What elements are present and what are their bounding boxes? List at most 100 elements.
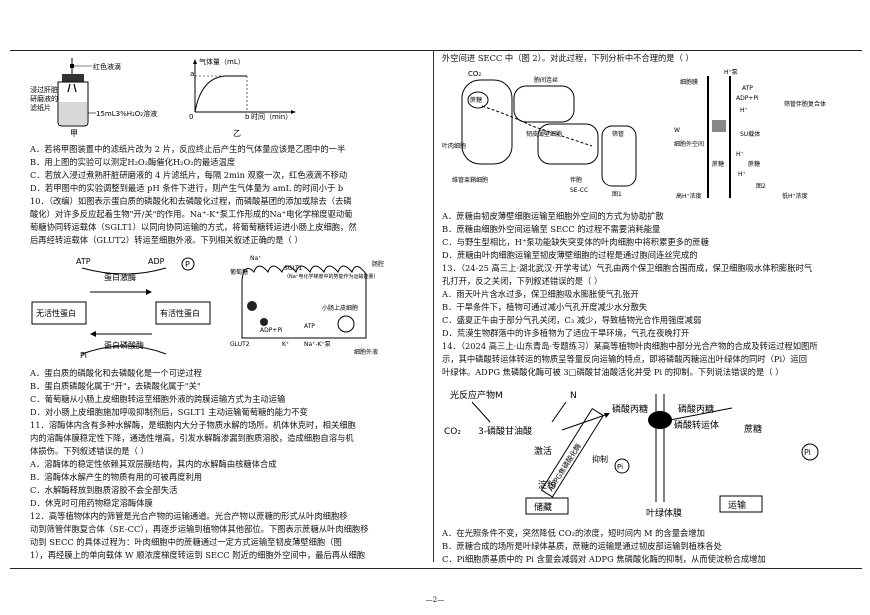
fig14-storage: 储藏 <box>534 501 552 513</box>
fig12-1-caption: 图1 <box>612 191 622 198</box>
fig14-starch: 淀粉 <box>538 479 556 491</box>
q10-option-a: A．蛋白质的磷酸化和去磷酸化是一个可逆过程 <box>30 368 202 378</box>
q12-option-a: A．蔗糖由韧皮薄壁细胞运输至细胞外空间的方式为协助扩散 <box>442 211 664 221</box>
q10-option-d: D．对小肠上皮细胞施加呼吸抑制剂后，SGLT1 主动运输葡萄糖的能力不变 <box>30 407 308 417</box>
fig-jia-label-liquid: 15mL3%H₂O₂溶液 <box>96 109 157 118</box>
fig10-inactive: 无活性蛋白 <box>36 308 76 318</box>
q12-line1: 12．高等植物体内的筛管是光合产物的运输通道。光合产物以蔗糖的形式从叶肉细胞移 <box>30 511 348 521</box>
fig-jia-label-left3: 滤纸片 <box>30 103 51 112</box>
fig10-atp2: ATP <box>304 323 315 330</box>
q10-stem-line4: 后再经转运载体（GLUT2）转运至细胞外液。下列相关叙述正确的是（ ） <box>30 235 303 245</box>
q12-line2: 动到筛管伴胞复合体（SE-CC），再逐步运输到植物体其他部位。下图表示蔗糖从叶肉… <box>30 524 369 534</box>
fig-jia-label-left1: 浸过肝脏 <box>30 85 58 94</box>
fig12-1-co2: CO₂ <box>468 70 481 78</box>
q14-options: A．在光照条件不变，突然降低 CO₂的浓度，短时间内 M 的含量会增加 B．蔗糖… <box>442 527 862 566</box>
fig10-phosphatase: 蛋白磷酸酶 <box>104 340 144 350</box>
fig10-adp: ADP <box>148 257 165 266</box>
fig12-2-h1: H⁺ <box>740 107 748 114</box>
figure-10: ATP ADP P 蛋白激酶 无活性蛋白 有活性蛋白 蛋白磷酸酶 Pi Na⁺ … <box>30 250 430 362</box>
q14-line2: 示，其中磷酸转运体转运的物质呈等量反向运输的特点，即将磷酸丙糖运出叶绿体的同时（… <box>442 354 808 364</box>
fig10-epi: 小肠上皮细胞 <box>322 304 358 312</box>
fig14-chloroplast: 叶绿体膜 <box>646 507 682 519</box>
fig10-active: 有活性蛋白 <box>160 308 200 318</box>
fig14-triose1: 磷酸丙糖 <box>612 403 648 415</box>
q12-cont-line: 外空间进 SECC 中（图 2）。对此过程，下列分析中不合理的是（ ） <box>442 53 694 63</box>
fig10-sglt1: SGLT1 <box>284 265 303 272</box>
fig12-2-low: 低H⁺浓度 <box>782 192 808 200</box>
q12-line4: 1），再经膜上的单向载体 W 顺浓度梯度转运到 SECC 附近的细胞外空间中，最… <box>30 550 366 560</box>
q13-line1: 13．（24-25 高三上·湖北武汉·开学考试）气孔由两个保卫细胞合围而成，保卫… <box>442 263 813 273</box>
fig-yi-ylabel: 气体量（mL） <box>199 57 245 66</box>
fig14-sucrose: 蔗糖 <box>744 423 762 435</box>
fig14-activate: 激活 <box>534 445 552 457</box>
fig-yi-caption: 乙 <box>233 129 241 138</box>
fig12-1-bundle-sheath: 维管束鞘细胞 <box>452 176 488 184</box>
fig12-1-sieve-tube: 筛管 <box>612 130 624 138</box>
q12-line3: 动到 SECC 的具体过程为：叶肉细胞中的蔗糖通过一定方式运输至韧皮薄壁细胞（图 <box>30 537 342 547</box>
fig-jia-caption: 甲 <box>70 129 78 138</box>
fig12-1-mesophyll: 叶肉细胞 <box>442 142 466 150</box>
fig10-pump: Na⁺-K⁺泵 <box>304 341 331 348</box>
fig-jia-label-left2: 研磨液的 <box>30 94 58 103</box>
fig12-2-h3: H⁺ <box>738 171 746 178</box>
q9-option-b: B．用上图的实验可以测定H₂O₂酶催化H₂O₂的最适温度 <box>30 157 236 167</box>
q12-option-b: B．蔗糖由细胞外空间运输至 SECC 的过程不需要消耗能量 <box>442 224 661 234</box>
fig12-1-phloem-par: 韧皮薄壁细胞 <box>526 130 562 138</box>
fig12-2-sucrose2: 蔗糖 <box>748 160 760 168</box>
fig12-1-plasmodesma: 胞间连丝 <box>534 76 558 84</box>
fig10-lumen: 肠腔 <box>372 260 384 268</box>
q9-options: A．若将甲图装置中的滤纸片改为 2 片，反应终止后产生的气体量应该是乙图中的一半… <box>30 143 430 247</box>
figure-yi: 气体量（mL） a 0 b 时间（min） 乙 <box>185 56 305 138</box>
figure-12-1: CO₂ 蔗糖 胞间连丝 韧皮薄壁细胞 筛管 叶肉细胞 维管束鞘细胞 伴胞 SE-… <box>442 66 662 206</box>
fig14-transport: 运输 <box>728 499 746 511</box>
q12-continuation: 外空间进 SECC 中（图 2）。对此过程，下列分析中不合理的是（ ） <box>442 52 862 65</box>
q14-option-a: A．在光照条件不变，突然降低 CO₂的浓度，短时间内 M 的含量会增加 <box>442 528 705 538</box>
fig10-outside: 细胞外液 <box>354 348 378 356</box>
q10-stem-line3: 萄糖协同转运载体（SGLT1）以同向协同运输的方式，将葡萄糖转运进小肠上皮细胞，… <box>30 222 357 232</box>
bottom-rule <box>10 568 862 569</box>
q11-line2: 内的溶酶体膜稳定性下降，通透性增高，引发水解酶渗漏到胞质溶胶，造成细胞自溶与机 <box>30 433 354 443</box>
fig14-pga: 3-磷酸甘油酸 <box>478 425 532 437</box>
fig-yi-mark-b: b <box>245 113 250 121</box>
q12-option-d: D．蔗糖由叶肉细胞运输至韧皮薄壁细胞的过程是通过胞间连丝完成的 <box>442 250 698 260</box>
q11-option-b: B．溶酶体水解产生的物质有用的可被再度利用 <box>30 472 203 482</box>
figure-jia: 红色液滴 浸过肝脏 研磨液的 滤纸片 15mL3%H₂O₂溶液 甲 <box>30 56 180 138</box>
q11-option-c: C．水解酶释放到胞质溶胶不会全部失活 <box>30 485 178 495</box>
fig10-kinase: 蛋白激酶 <box>104 272 136 282</box>
right-questions: A．蔗糖由韧皮薄壁细胞运输至细胞外空间的方式为协助扩散 B．蔗糖由细胞外空间运输… <box>442 210 862 379</box>
fig12-2-su: SU载体 <box>740 130 760 138</box>
fig14-pi1: Pi <box>617 463 623 471</box>
fig14-pi2: Pi <box>804 448 811 457</box>
fig12-1-se-cc: SE-CC <box>570 187 588 194</box>
fig12-2-membrane: 细胞膜 <box>680 78 698 86</box>
fig-yi-xlabel: 时间（min） <box>251 112 292 121</box>
top-rule <box>10 50 862 51</box>
fig10-na: Na⁺ <box>250 255 261 262</box>
fig10-glucose: 葡萄糖 <box>230 268 248 276</box>
q13-option-a: A．雨天叶片含水过多，保卫细胞吸水膨胀使气孔张开 <box>442 289 639 299</box>
fig-jia-label-top: 红色液滴 <box>93 62 121 71</box>
fig14-inhibit: 抑制 <box>592 454 608 464</box>
fig12-2-high: 高H⁺浓度 <box>676 192 702 200</box>
fig12-2-hpump: H⁺泵 <box>724 69 738 76</box>
q10-q12-left: A．蛋白质的磷酸化和去磷酸化是一个可逆过程 B．蛋白质磷酸化属于"开"，去磷酸化… <box>30 367 430 562</box>
fig14-triose2: 磷酸丙糖 <box>678 403 714 415</box>
column-divider <box>433 50 434 562</box>
fig12-2-right-label: 筛管伴胞复合体 <box>784 100 826 108</box>
q10-option-b: B．蛋白质磷酸化属于"开"，去磷酸化属于"关" <box>30 381 201 391</box>
q13-option-b: B．干旱条件下，植物可通过减小气孔开度减少水分散失 <box>442 302 648 312</box>
fig14-co2: CO₂ <box>444 427 461 437</box>
q14-line3: 叶绿体。ADPG 焦磷酸化酶可被 3□磷酸甘油酸活化并受 Pi 的抑制。下列说法… <box>442 367 784 377</box>
q10-stem-line2: 酸化）对许多反应起着生物"开/关"的作用。Na⁺-K⁺泵工作形成的Na⁺电化学梯… <box>30 209 353 219</box>
fig10-gradient: （Na⁺电化学梯度中的势能作为运输能量） <box>284 273 378 280</box>
figure-14: 光反应产物M N CO₂ 3-磷酸甘油酸 磷酸丙糖 激活 磷酸丙糖 磷酸转运体 … <box>442 382 862 522</box>
q14-option-b: B．蔗糖合成的场所是叶绿体基质，蔗糖的运输是通过韧皮部运输到植株各处 <box>442 541 722 551</box>
q14-line1: 14．（2024 高三上·山东青岛·专题练习）某高等植物叶肉细胞中部分光合产物的… <box>442 341 818 351</box>
fig14-transporter: 磷酸转运体 <box>674 419 719 431</box>
q13-line2: 孔打开，反之关闭，下列叙述错误的是（ ） <box>442 276 603 286</box>
q11-option-d: D．休克时可用药物稳定溶酶体膜 <box>30 498 153 508</box>
q10-stem-line1: 10．（改编）如图表示蛋白质的磷酸化和去磷酸化过程，而磷酸基团的添加或除去（去磷 <box>30 196 352 206</box>
q9-option-a: A．若将甲图装置中的滤纸片改为 2 片，反应终止后产生的气体量应该是乙图中的一半 <box>30 144 346 154</box>
fig12-2-h2: H⁺ <box>736 151 744 158</box>
fig14-light: 光反应产物M <box>450 389 503 401</box>
